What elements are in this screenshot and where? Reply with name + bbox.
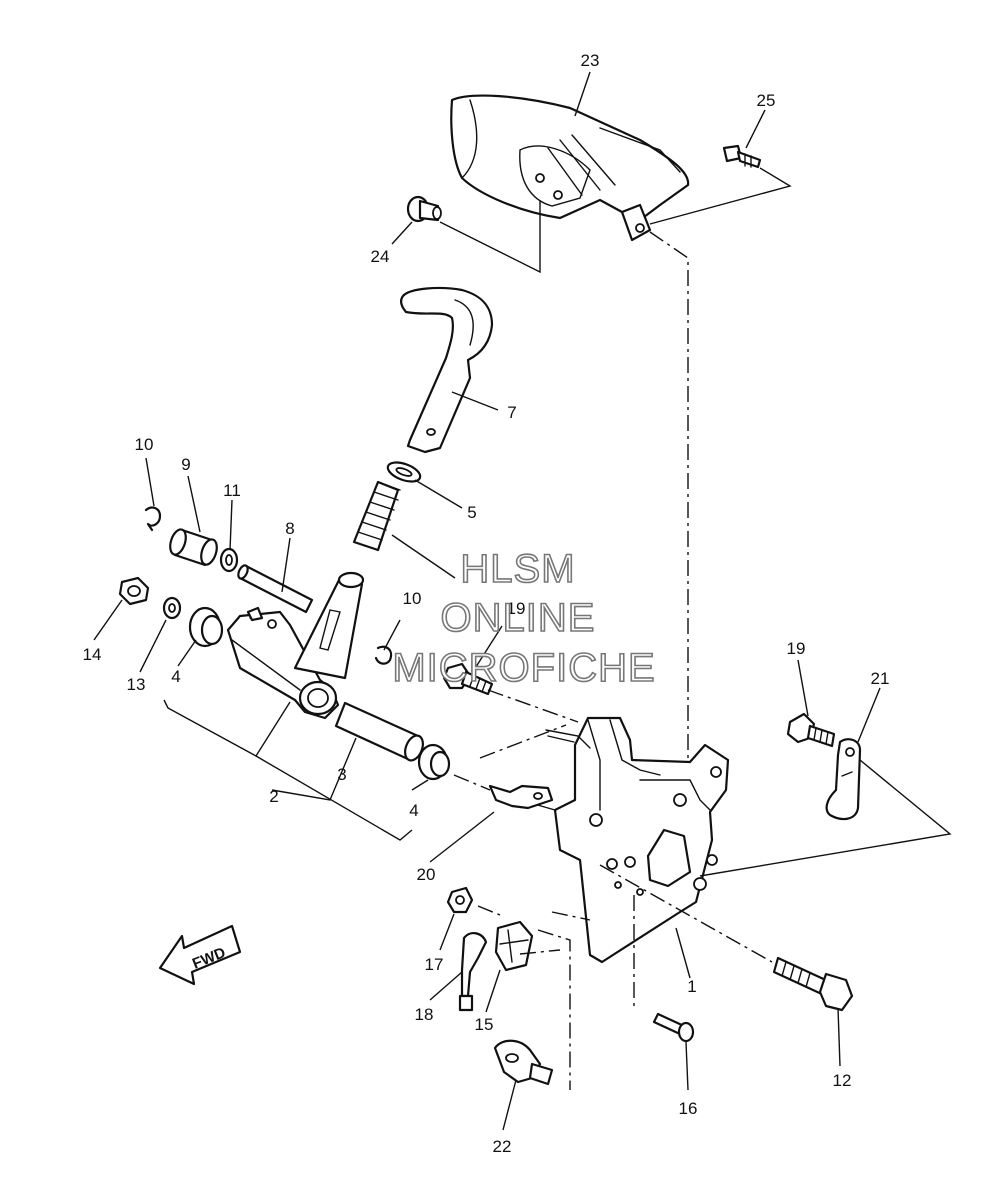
part-4-bush-upper[interactable] (188, 606, 224, 648)
callout-16[interactable]: 16 (679, 1099, 698, 1118)
callout-15[interactable]: 15 (475, 1015, 494, 1034)
watermark-line-1: HLSM (460, 547, 575, 591)
callout-24[interactable]: 24 (371, 247, 390, 266)
callouts: 23 25 24 7 10 9 11 5 8 10 19 14 13 4 3 2… (83, 51, 890, 1156)
callout-11[interactable]: 11 (223, 481, 241, 500)
watermark-line-2: ONLINE (441, 596, 596, 640)
callout-9[interactable]: 9 (181, 455, 190, 474)
callout-23[interactable]: 23 (581, 51, 600, 70)
part-15-clamp[interactable] (494, 920, 534, 972)
part-10-clip-lower[interactable] (374, 645, 393, 665)
callout-10-lower[interactable]: 10 (403, 589, 422, 608)
callout-13[interactable]: 13 (127, 675, 146, 694)
assembly-lines (453, 231, 773, 1090)
callout-17[interactable]: 17 (425, 955, 444, 974)
part-18-wire[interactable] (458, 932, 488, 1012)
callout-22[interactable]: 22 (493, 1137, 512, 1156)
callout-3[interactable]: 3 (337, 765, 346, 784)
callout-18[interactable]: 18 (415, 1005, 434, 1024)
callout-4-upper[interactable]: 4 (171, 667, 180, 686)
watermark-line-3: MICROFICHE (392, 646, 655, 690)
part-7-lever[interactable] (399, 286, 494, 454)
part-24-bolt[interactable] (406, 195, 442, 223)
part-3-collar[interactable] (334, 701, 426, 763)
callout-5[interactable]: 5 (467, 503, 476, 522)
callout-2[interactable]: 2 (269, 787, 278, 806)
part-17-nut[interactable] (446, 886, 474, 914)
callout-25[interactable]: 25 (757, 91, 776, 110)
part-25-screw[interactable] (722, 144, 762, 169)
part-19-bolt-right[interactable] (786, 712, 836, 748)
part-22-holder[interactable] (493, 1039, 554, 1086)
part-12-bolt[interactable] (772, 956, 854, 1012)
callout-4-lower[interactable]: 4 (409, 801, 418, 820)
leader-lines (93, 71, 952, 1131)
part-20-rod[interactable] (488, 729, 591, 810)
callout-14[interactable]: 14 (83, 645, 102, 664)
part-1-bracket[interactable] (519, 716, 730, 964)
callout-19-right[interactable]: 19 (787, 639, 806, 658)
callout-8[interactable]: 8 (285, 519, 294, 538)
callout-1[interactable]: 1 (687, 977, 696, 996)
part-4-bush-lower[interactable] (417, 743, 451, 781)
spring[interactable] (352, 480, 401, 552)
part-2-shaft-assembly[interactable] (226, 571, 365, 720)
callout-21[interactable]: 21 (871, 669, 890, 688)
part-8-pin[interactable] (236, 564, 314, 614)
callout-19-left[interactable]: 19 (507, 599, 526, 618)
part-19-bolt-left[interactable] (442, 662, 494, 696)
part-16-screw[interactable] (652, 1012, 695, 1043)
callout-20[interactable]: 20 (417, 865, 436, 884)
part-11-washer[interactable] (219, 547, 239, 573)
callout-10-upper[interactable]: 10 (135, 435, 154, 454)
part-10-clip-upper[interactable] (144, 506, 162, 532)
part-14-nut[interactable] (118, 576, 150, 606)
part-5-washer[interactable] (385, 459, 422, 486)
part-21-plate[interactable] (825, 738, 862, 821)
part-23-cover[interactable] (450, 94, 690, 242)
callout-7[interactable]: 7 (507, 403, 516, 422)
part-13-washer[interactable] (162, 596, 182, 620)
fwd-arrow-icon: FWD (158, 924, 242, 986)
callout-12[interactable]: 12 (833, 1071, 852, 1090)
watermark: HLSM ONLINE MICROFICHE (392, 546, 656, 691)
part-9-bush[interactable] (167, 527, 219, 567)
